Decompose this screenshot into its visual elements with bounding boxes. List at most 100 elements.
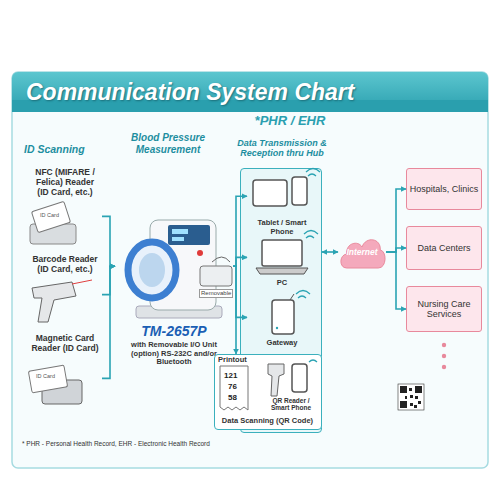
connector-arrow [386, 189, 406, 252]
text-label: 58 [228, 393, 237, 402]
node-text: Printout [218, 356, 247, 365]
text-label: ID Card [40, 212, 59, 218]
text-label: *PHR / EHR [220, 114, 360, 129]
scanner-body [32, 282, 76, 322]
qr-finder [400, 386, 407, 393]
printout-icon [220, 366, 248, 410]
phone [292, 364, 307, 392]
wifi-symbol [309, 360, 317, 362]
chart-title: Communication System Chart [26, 79, 354, 105]
dot [442, 343, 446, 347]
node-text: Data Scanning (QR Code) [215, 417, 320, 426]
led [276, 327, 278, 329]
reader-pad [30, 224, 76, 244]
reader-body [42, 380, 82, 404]
monitor-display [168, 225, 210, 245]
qr-finder [415, 386, 422, 393]
blood-pressure-monitor [128, 220, 232, 318]
receipt [220, 366, 248, 410]
device-icon-node: Gateway [247, 295, 317, 351]
pc-icon [256, 231, 318, 275]
node-text: Internet [338, 248, 386, 258]
cloud-node: Internet [338, 232, 386, 272]
wifi-symbol [304, 231, 318, 239]
display-digits [172, 229, 188, 234]
scan-beam [72, 280, 92, 284]
reader-node: NFC (MIFARE / Felica) Reader (ID Card, e… [22, 168, 102, 246]
removable-unit [200, 266, 232, 286]
node-text: QR Reader / Smart Phone [265, 397, 317, 412]
connector-arrow [233, 266, 236, 354]
connector-arrow [102, 216, 115, 266]
connector-arrow [386, 248, 406, 252]
qr-finder [400, 401, 407, 408]
qr-frame [398, 384, 424, 410]
node-text: Magnetic Card Reader (ID Card) [30, 334, 100, 354]
dot [442, 354, 446, 358]
more-dots [442, 343, 446, 369]
laptop-base [256, 268, 308, 274]
gateway-icon [272, 291, 310, 335]
magnetic-reader-icon [28, 365, 82, 404]
node-text: Data Centers [407, 243, 481, 253]
device-icon-node: PC [247, 235, 317, 291]
connector-arrow [386, 252, 406, 309]
card-frame [12, 72, 488, 468]
text-label: Blood Pressure Measurement [118, 132, 218, 155]
wifi-symbol [306, 169, 320, 177]
connector-arrow [102, 266, 115, 378]
node-text: with Removable I/O Unit (option) RS-232C… [119, 341, 229, 367]
reader-node: Barcode Reader (ID Card, etc.) [22, 255, 102, 327]
gateway-box [272, 300, 294, 334]
node-text: Gateway [247, 339, 317, 348]
text-label: ID Scanning [24, 143, 85, 155]
text-label: 121 [224, 371, 237, 380]
destination-box: Hospitals, Clinics [406, 168, 482, 210]
qr-cells [405, 388, 421, 408]
node-text: PC [247, 279, 317, 288]
tablet [253, 180, 287, 206]
cuff-opening [139, 253, 165, 287]
connector-arrow [233, 257, 247, 266]
removable-arrow [212, 257, 230, 262]
reader-node: Magnetic Card Reader (ID Card) [22, 334, 102, 408]
display-digits [172, 237, 184, 241]
node-text: TM-2657P [115, 323, 233, 339]
text-label: Removable [199, 289, 233, 298]
node-text: Data Transmission & Reception thru Hub [227, 138, 337, 159]
nfc-reader-icon [30, 201, 76, 244]
id-card [28, 365, 67, 393]
id-card [31, 201, 70, 232]
wifi-symbol [296, 291, 310, 299]
laptop-screen [262, 240, 302, 266]
connector-arrow [322, 251, 338, 253]
qr-scanner [268, 364, 284, 396]
text-label: * PHR - Personal Health Record, EHR - El… [22, 440, 210, 447]
barcode-reader-icon [32, 280, 92, 322]
dot [442, 365, 446, 369]
destination-box: Data Centers [406, 226, 482, 270]
connector-arrow [233, 266, 247, 317]
header-band [12, 72, 488, 112]
tablet-phone-icon [253, 169, 320, 207]
node-text: Barcode Reader (ID Card, etc.) [30, 255, 100, 275]
arm-cuff [128, 242, 176, 298]
connector-arrow [102, 266, 115, 294]
monitor-base [136, 306, 222, 318]
qr-reader-icon [268, 360, 317, 396]
phone [292, 177, 307, 205]
text-label: ID Card [36, 373, 55, 379]
text-label: 76 [228, 382, 237, 391]
connector-arrow [233, 196, 247, 266]
antenna [290, 294, 294, 300]
destination-box: Nursing Care Services [406, 286, 482, 332]
button [197, 250, 203, 256]
device-icon-node: Tablet / Smart Phone [247, 173, 317, 231]
qr-reader-node: QR Reader / Smart Phone [265, 359, 317, 415]
node-text: Tablet / Smart Phone [247, 219, 317, 236]
node-text: Nursing Care Services [407, 299, 481, 320]
node-text: NFC (MIFARE / Felica) Reader (ID Card, e… [30, 168, 100, 197]
